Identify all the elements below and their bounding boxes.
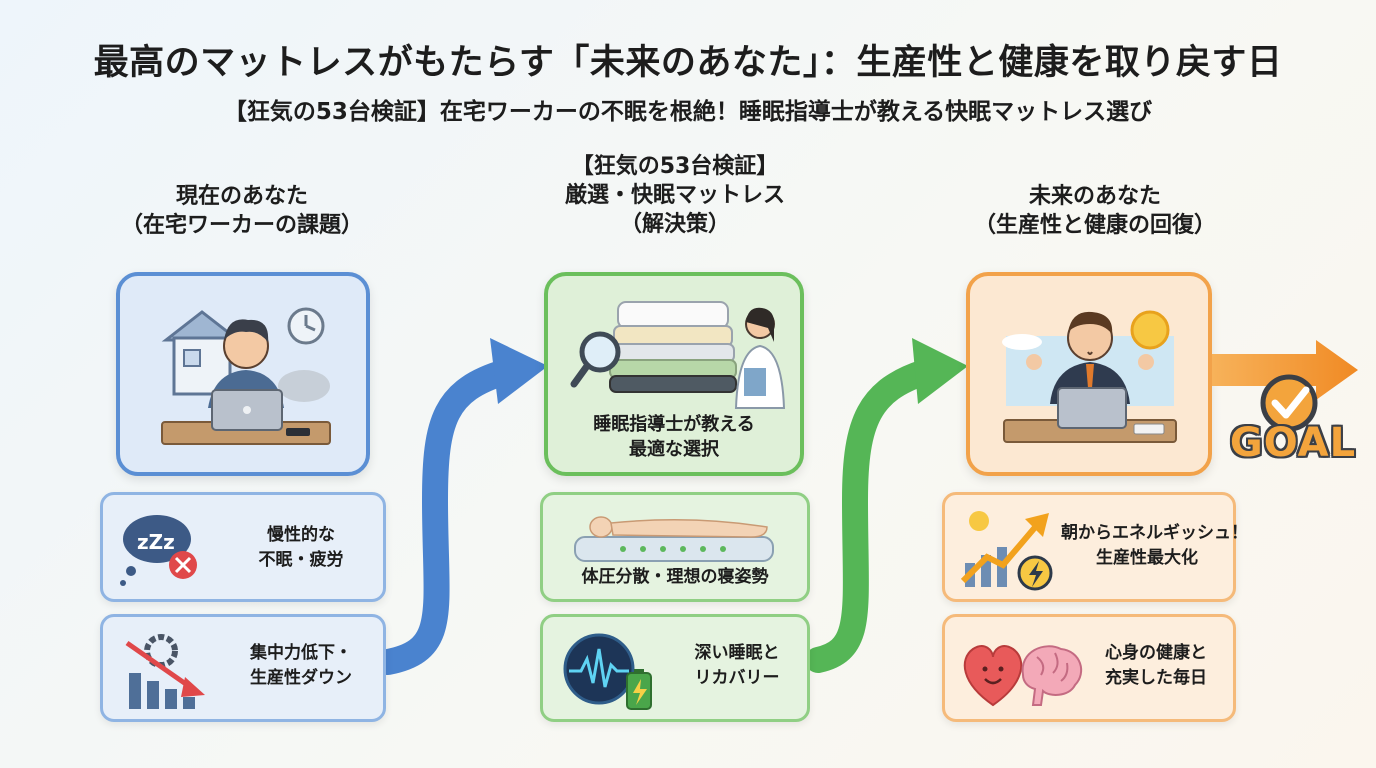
- solution-deep-sleep-label: 深い睡眠と リカバリー: [669, 641, 805, 690]
- issue-insomnia-card: zZz 慢性的な 不眠・疲労: [100, 492, 386, 602]
- goal-arrow: [1212, 340, 1358, 400]
- title-line: （在宅ワーカーの課題）: [120, 213, 363, 239]
- label-line: 朝からエネルギッシュ！: [1061, 523, 1248, 543]
- solution-card: 睡眠指導士が教える 最適な選択: [544, 272, 804, 476]
- page-subtitle: 【狂気の53台検証】在宅ワーカーの不眠を根絶！睡眠指導士が教える快眠マットレス選…: [223, 99, 1153, 125]
- heart-brain-icon: [963, 645, 1083, 707]
- body-on-mattress-icon: [574, 516, 774, 562]
- solution-card-label: 睡眠指導士が教える 最適な選択: [548, 412, 800, 462]
- label-line: 生産性ダウン: [250, 667, 352, 688]
- declining-chart-gear-icon: [125, 634, 205, 709]
- title-line: （生産性と健康の回復）: [973, 213, 1216, 239]
- column-future-title: 未来のあなた （生産性と健康の回復）: [950, 182, 1240, 240]
- label-line: 体圧分散・理想の寝姿勢: [581, 567, 769, 587]
- future-health-card: 心身の健康と 充実した毎日: [942, 614, 1236, 722]
- rising-chart-energy-icon: [960, 511, 1053, 591]
- title-line: 未来のあなた: [1028, 184, 1161, 209]
- label-line: 集中力低下・: [250, 643, 352, 663]
- label-line: 睡眠指導士が教える: [593, 414, 755, 435]
- issue-productivity-label: 集中力低下・ 生産性ダウン: [221, 641, 381, 690]
- svg-text:zZz: zZz: [137, 530, 175, 554]
- label-line: 生産性最大化: [1096, 547, 1198, 568]
- future-health-label: 心身の健康と 充実した毎日: [1081, 641, 1231, 690]
- label-line: 心身の健康と: [1105, 643, 1207, 663]
- title-line: 【狂気の53台検証】: [571, 154, 779, 179]
- mattress-stack-icon: [570, 301, 786, 409]
- sleepless-zzz-icon: zZz: [120, 515, 197, 586]
- goal-label: GOAL: [1229, 420, 1357, 466]
- label-line: 深い睡眠と: [694, 643, 780, 663]
- future-energy-card: 朝からエネルギッシュ！ 生産性最大化: [942, 492, 1248, 602]
- page-title: 最高のマットレスがもたらす「未来のあなた」：生産性と健康を取り戻す日: [93, 43, 1283, 83]
- solution-pressure-label: 体圧分散・理想の寝姿勢: [543, 565, 807, 590]
- issue-insomnia-label: 慢性的な 不眠・疲労: [221, 523, 381, 572]
- column-solution-title: 【狂気の53台検証】 厳選・快眠マットレス （解決策）: [520, 152, 830, 239]
- goal-check-icon: [1260, 374, 1318, 432]
- solution-pressure-card: 体圧分散・理想の寝姿勢: [540, 492, 810, 602]
- label-line: 慢性的な: [267, 525, 335, 545]
- title-line: 現在のあなた: [175, 184, 308, 209]
- title-line: （解決策）: [619, 212, 730, 238]
- label-line: 最適な選択: [629, 439, 719, 461]
- sleep-wave-battery-icon: [563, 633, 652, 710]
- energized-worker-icon: [1002, 310, 1177, 443]
- future-self-card: [966, 272, 1212, 476]
- solution-deep-sleep-card: 深い睡眠と リカバリー: [540, 614, 810, 722]
- label-line: リカバリー: [694, 667, 780, 688]
- title-line: 厳選・快眠マットレス: [564, 183, 785, 209]
- label-line: 充実した毎日: [1105, 667, 1207, 688]
- label-line: 不眠・疲労: [258, 549, 344, 570]
- current-self-card: [116, 272, 370, 476]
- column-current-title: 現在のあなた （在宅ワーカーの課題）: [112, 182, 372, 240]
- issue-productivity-card: 集中力低下・ 生産性ダウン: [100, 614, 386, 722]
- future-energy-label: 朝からエネルギッシュ！ 生産性最大化: [1061, 521, 1248, 570]
- tired-worker-icon: [161, 307, 331, 445]
